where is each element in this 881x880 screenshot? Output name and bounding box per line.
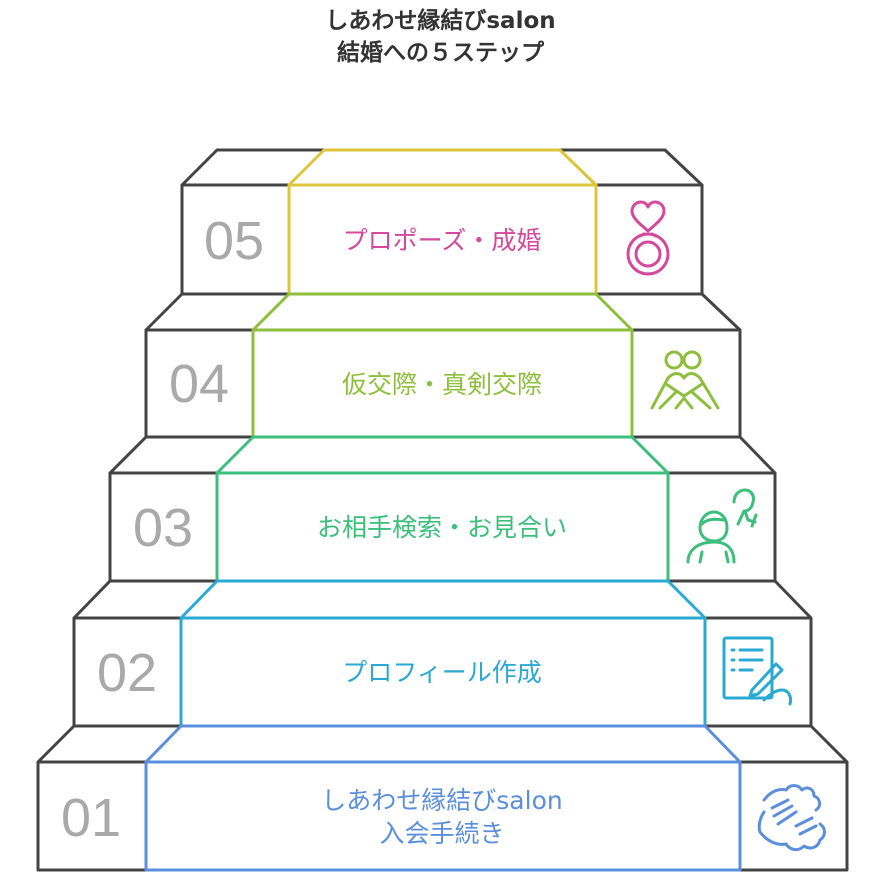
hands-icon <box>757 784 826 852</box>
step-01-label-line-2: 入会手続き <box>379 819 504 848</box>
title-line-2: 結婚への５ステップ <box>337 40 544 66</box>
step-03-number: 03 <box>133 498 193 558</box>
step-01-frame <box>144 724 742 872</box>
step-02-number: 02 <box>97 643 157 703</box>
couple-hug-icon <box>650 350 720 410</box>
step-04-frame <box>251 292 634 439</box>
title-line-1: しあわせ縁結びsalon <box>325 8 556 34</box>
step-02-label: プロフィール作成 <box>342 658 542 687</box>
writing-profile-icon <box>722 636 792 706</box>
step-04-label: 仮交際・真剣交際 <box>342 370 542 399</box>
heart-ring-icon <box>626 200 670 276</box>
step-03-frame <box>215 435 670 583</box>
step-05-label: プロポーズ・成婚 <box>343 226 542 255</box>
step-01-label-line-1: しあわせ縁結びsalon <box>321 786 562 815</box>
step-04-number: 04 <box>169 354 229 414</box>
step-01-number: 01 <box>61 788 121 848</box>
meeting-people-icon <box>686 488 758 564</box>
step-02-frame <box>179 579 707 728</box>
step-03-label: お相手検索・お見合い <box>317 513 567 542</box>
step-05-number: 05 <box>204 211 264 271</box>
step-05-frame <box>287 148 598 296</box>
